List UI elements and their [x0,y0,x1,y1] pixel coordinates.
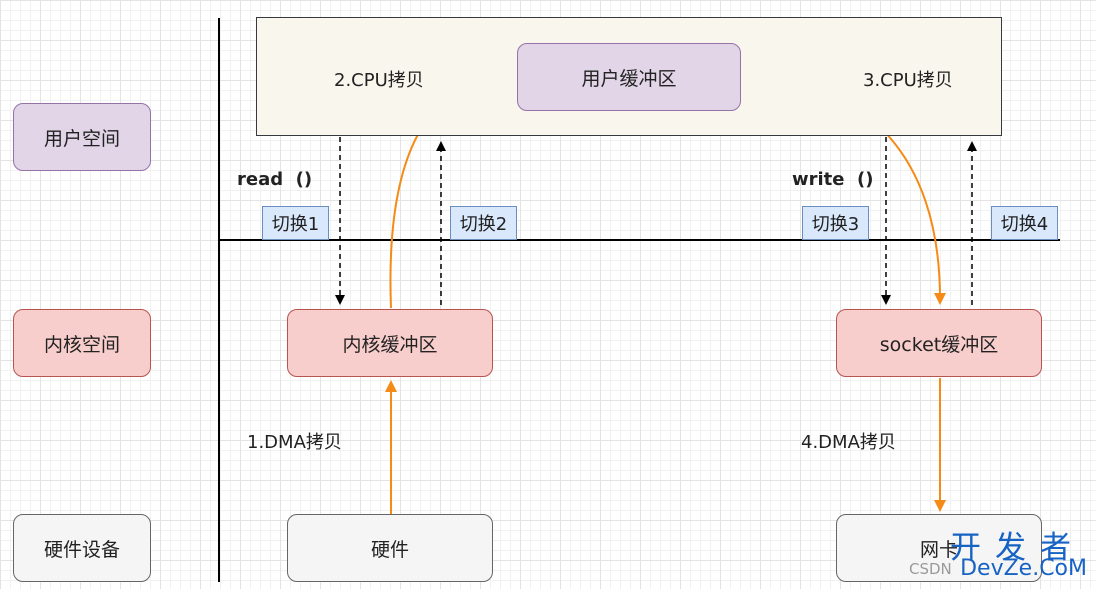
switch-tag-1: 切换1 [262,206,329,240]
watermark-brand-en: DevZe.CoM [960,556,1087,581]
watermark: CSDN 开发者 DevZe.CoM [905,518,1093,586]
read-syscall-label: read () [237,169,313,190]
hardware-devices-label: 硬件设备 [13,514,151,582]
switch-tag-4: 切换4 [991,206,1058,240]
user-buffer: 用户缓冲区 [517,43,741,111]
socket-buffer: socket缓冲区 [836,309,1042,377]
dma-copy-4-label: 4.DMA拷贝 [801,432,896,453]
watermark-brand-cn: 开发者 [950,530,1085,566]
hardware-box: 硬件 [287,514,493,582]
cpu-copy-3-label: 3.CPU拷贝 [863,70,953,91]
kernel-buffer: 内核缓冲区 [287,309,493,377]
kernel-space-label: 内核空间 [13,309,151,377]
switch-tag-2: 切换2 [450,206,517,240]
write-syscall-label: write () [792,169,874,190]
switch-tag-3: 切换3 [802,206,869,240]
watermark-csdn: CSDN [909,560,952,578]
cpu-copy-2-label: 2.CPU拷贝 [334,70,424,91]
dma-copy-1-label: 1.DMA拷贝 [247,432,342,453]
nic-box: 网卡 [836,514,1042,582]
user-space-label: 用户空间 [13,103,151,171]
